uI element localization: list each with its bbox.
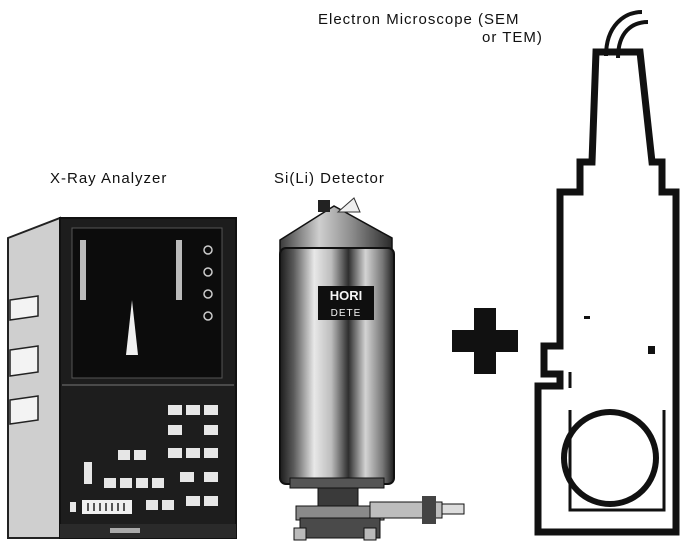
microscope-label-line1: Electron Microscope (SEM — [318, 11, 520, 28]
detector-dewar: HORI DETE — [279, 197, 465, 541]
detector-badge-line1: HORI — [330, 288, 363, 303]
xray-analyzer-cabinet — [7, 216, 237, 539]
knob-icon — [203, 267, 213, 277]
microscope-label-line2: or TEM) — [482, 29, 543, 46]
knob-icon — [203, 311, 213, 321]
detector-label: Si(Li) Detector — [274, 170, 385, 187]
detector-badge-line2: DETE — [331, 308, 362, 319]
specimen-chamber-port — [561, 409, 659, 507]
xray-analyzer-label: X-Ray Analyzer — [50, 170, 168, 187]
electron-microscope-outline — [534, 10, 680, 536]
analyzer-keypad — [70, 405, 218, 512]
spectrum-peak — [126, 300, 138, 355]
knob-icon — [203, 289, 213, 299]
detector-badge — [318, 286, 374, 320]
plus-icon — [452, 308, 518, 374]
knob-icon — [203, 245, 213, 255]
